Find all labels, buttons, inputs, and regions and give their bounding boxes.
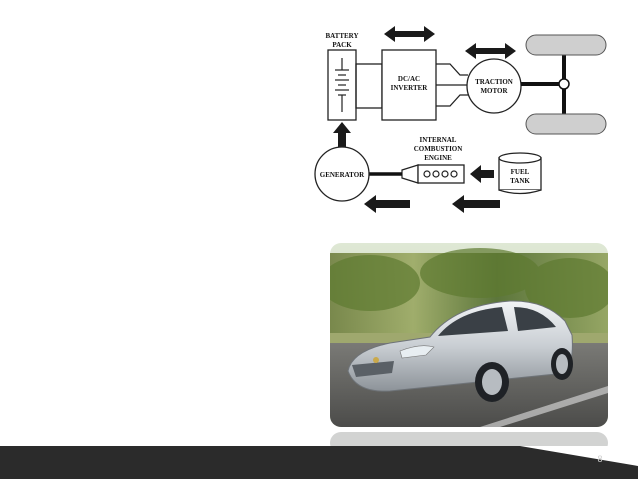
inverter-box xyxy=(381,49,437,121)
ice-label-line2: COMBUSTION xyxy=(414,145,463,153)
fuel-label-line2: TANK xyxy=(510,177,530,185)
differential-icon xyxy=(558,78,570,90)
left-arrow-icon xyxy=(470,165,494,183)
slide-number: 8 xyxy=(597,454,603,464)
double-arrow-icon xyxy=(384,26,435,42)
ice-label-line1: INTERNAL xyxy=(420,136,457,144)
battery-inverter-link xyxy=(355,63,383,109)
rear-wheel-icon xyxy=(525,113,607,135)
series-hybrid-diagram: BATTERY PACK DC/AC INVERTER xyxy=(314,26,607,213)
ice-label-line3: ENGINE xyxy=(424,154,452,162)
motor-label-line1: TRACTION xyxy=(475,78,513,86)
double-arrow-icon xyxy=(465,43,516,59)
car-photo xyxy=(330,243,608,427)
battery-cells-icon xyxy=(335,58,349,112)
up-arrow-icon xyxy=(333,122,351,150)
traction-motor-circle xyxy=(466,58,522,114)
front-wheel-icon xyxy=(525,34,607,56)
drive-axle xyxy=(521,46,566,124)
inverter-label-line1: DC/AC xyxy=(398,75,420,83)
generator-circle xyxy=(314,146,370,202)
left-arrow-icon xyxy=(452,195,500,213)
left-arrow-icon xyxy=(364,195,410,213)
engine-icon xyxy=(401,164,465,184)
inverter-label-line2: INVERTER xyxy=(391,84,429,92)
inverter-motor-link xyxy=(436,63,468,107)
footer-bar xyxy=(0,446,638,479)
fuel-tank-icon xyxy=(498,152,542,195)
footer-swoosh xyxy=(520,446,638,466)
battery-label-line2: PACK xyxy=(332,41,352,49)
motor-label-line2: MOTOR xyxy=(480,87,508,95)
generator-label: GENERATOR xyxy=(320,171,365,179)
battery-label-line1: BATTERY xyxy=(325,32,358,40)
fuel-label-line1: FUEL xyxy=(511,168,530,176)
